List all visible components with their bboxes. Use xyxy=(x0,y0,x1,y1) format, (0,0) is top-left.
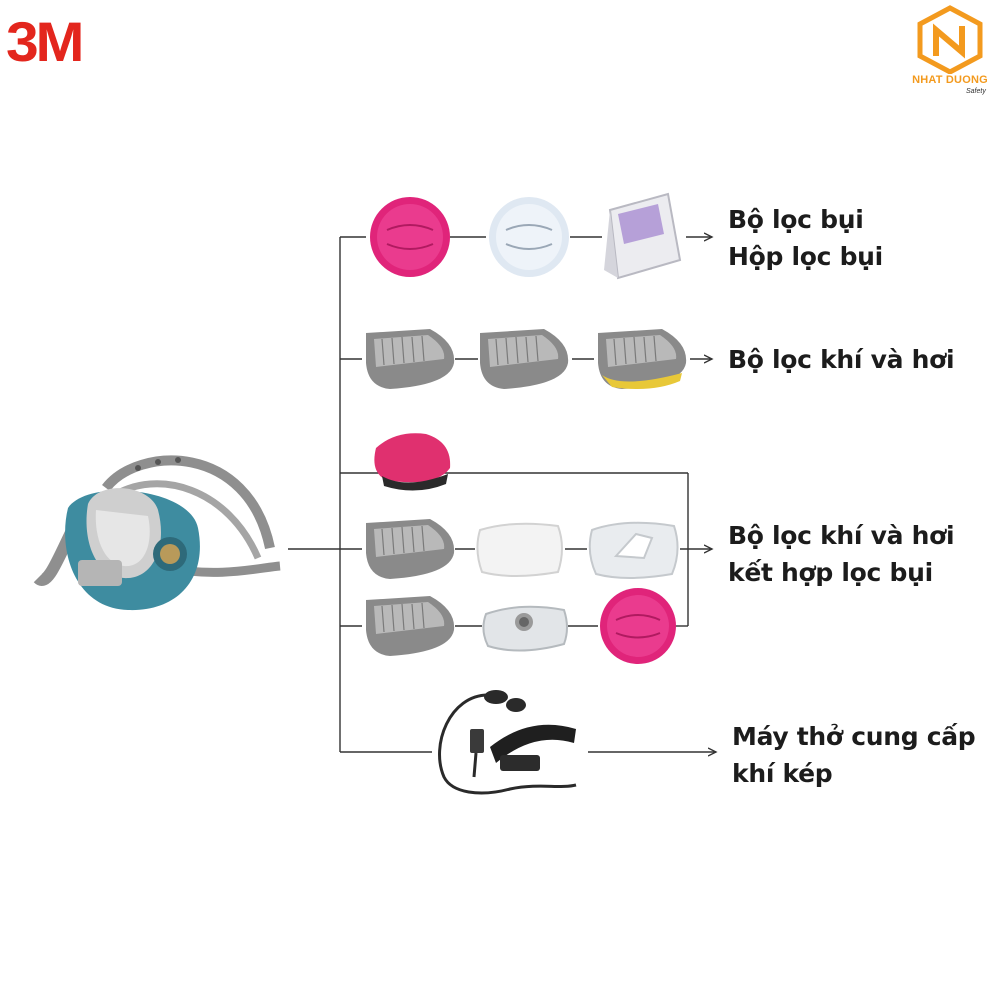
gray-gas-cartridge-icon xyxy=(366,519,455,579)
gray-gas-cartridge-icon xyxy=(480,329,569,389)
nhat-duong-hexagon-icon xyxy=(917,5,983,75)
gray-yellow-gas-cartridge-icon xyxy=(598,329,687,389)
white-filter-retainer-icon xyxy=(588,521,679,579)
label-line: khí kép xyxy=(732,759,833,788)
gray-gas-cartridge-icon xyxy=(366,596,455,656)
3m-logo: 3M xyxy=(6,10,85,73)
brand-name: NHAT DUONG xyxy=(912,74,988,86)
label-line: Bộ lọc bụi xyxy=(728,205,864,234)
label-gas-cartridges: Bộ lọc khí và hơi xyxy=(728,341,955,378)
white-particulate-filter-icon xyxy=(489,197,569,277)
pink-particulate-filter-icon xyxy=(370,197,450,277)
brand-tagline: Safety xyxy=(966,88,986,95)
pink-combination-cartridge-icon xyxy=(374,433,451,491)
label-combination-filters: Bộ lọc khí và hơi kết hợp lọc bụi xyxy=(728,517,955,591)
purple-filter-cartridge-icon xyxy=(604,192,682,280)
label-line: Hộp lọc bụi xyxy=(728,242,883,271)
nhat-duong-logo: NHAT DUONG Safety xyxy=(900,4,1000,100)
dual-airline-supply-icon xyxy=(438,690,577,795)
label-line: Bộ lọc khí và hơi xyxy=(728,345,955,374)
half-mask-respirator-icon xyxy=(33,455,281,611)
label-airline-supply: Máy thở cung cấp khí kép xyxy=(732,718,976,792)
gray-gas-cartridge-icon xyxy=(366,329,455,389)
label-dust-filters: Bộ lọc bụi Hộp lọc bụi xyxy=(728,201,883,275)
label-line: kết hợp lọc bụi xyxy=(728,558,933,587)
label-line: Máy thở cung cấp xyxy=(732,722,976,751)
white-prefilter-pad-icon xyxy=(476,522,563,577)
label-line: Bộ lọc khí và hơi xyxy=(728,521,955,550)
pink-particulate-filter-icon xyxy=(600,588,676,664)
filter-adapter-icon xyxy=(482,605,568,652)
